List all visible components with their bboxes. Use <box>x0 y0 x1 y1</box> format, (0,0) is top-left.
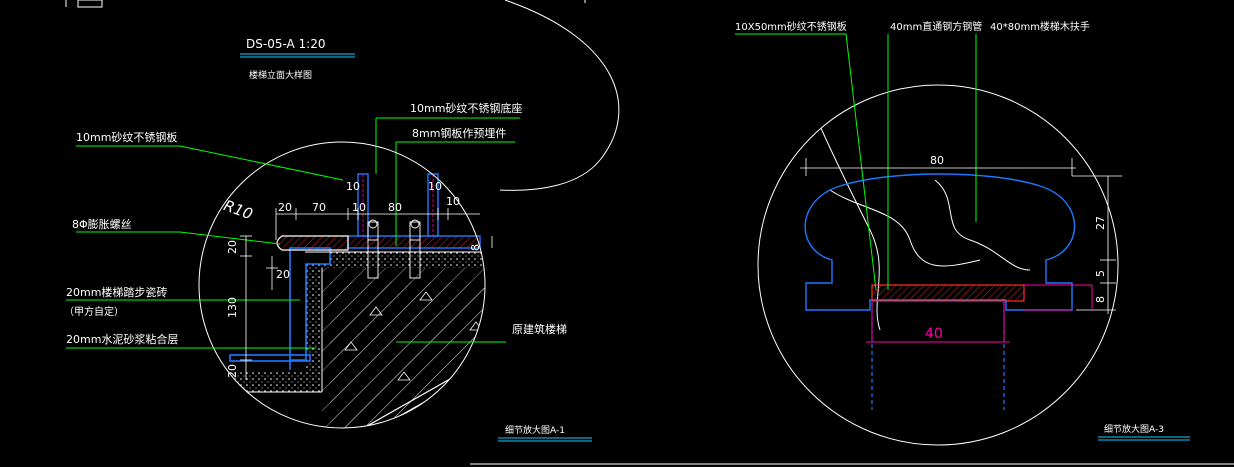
dim-5: 5 <box>1094 270 1107 277</box>
dim-v20a: 20 <box>226 240 239 254</box>
caption-left: 细节放大图A-1 <box>505 424 565 436</box>
label-tile: 20mm楼梯踏步瓷砖 <box>66 285 167 299</box>
header-code: DS-05-A 1:20 <box>246 37 326 51</box>
dim-v20c: 20 <box>226 364 239 378</box>
dim-10b: 10 <box>428 180 442 193</box>
dim-v130: 130 <box>226 297 239 318</box>
steel-plate <box>871 284 1025 302</box>
label-tile-note: （甲方自定） <box>64 305 124 318</box>
label-embed: 8mm钢板作预埋件 <box>412 126 506 140</box>
stair-outline-curve <box>499 0 620 191</box>
label-bolt: 8Φ膨胀螺丝 <box>72 217 132 231</box>
dims-right <box>800 158 1122 314</box>
dim-v20b: 20 <box>276 268 290 281</box>
dim-80-right: 80 <box>930 154 944 167</box>
dim-10a: 10 <box>346 180 360 193</box>
label-mortar: 20mm水泥砂浆粘合层 <box>66 332 178 346</box>
handrail-profile <box>804 173 1076 311</box>
dim-20: 20 <box>278 201 292 214</box>
dim-radius: R10 <box>221 196 255 223</box>
dim-70: 70 <box>312 201 326 214</box>
label-square-tube: 40mm直通钢方钢管 <box>890 20 982 33</box>
right-detail: 40 10X50mm砂纹不锈钢板 40mm直通钢方钢管 40*80mm楼梯木扶手… <box>735 20 1190 446</box>
detail-circle-left <box>198 141 486 429</box>
leaders-left <box>66 117 520 349</box>
label-handrail: 40*80mm楼梯木扶手 <box>990 20 1090 33</box>
label-structure: 原建筑楼梯 <box>512 322 567 336</box>
label-plate: 10X50mm砂纹不锈钢板 <box>735 20 847 33</box>
dim-tube-40: 40 <box>925 326 943 342</box>
dim-10-top: 10 <box>352 201 366 214</box>
square-tube <box>871 302 1005 410</box>
label-side-plate: 10mm砂纹不锈钢板 <box>76 130 177 144</box>
dim-8-right: 8 <box>1094 296 1107 303</box>
dim-80: 80 <box>388 201 402 214</box>
left-detail: DS-05-A 1:20 楼梯立面大样图 <box>64 0 620 442</box>
dim-10c: 10 <box>446 195 460 208</box>
header-title: 楼梯立面大样图 <box>249 69 312 81</box>
caption-right: 细节放大图A-3 <box>1104 423 1164 435</box>
top-fragments <box>65 0 1234 465</box>
dims-left <box>240 208 493 380</box>
leaders-right <box>735 33 977 291</box>
label-top-plate: 10mm砂纹不锈钢底座 <box>410 101 522 115</box>
detail-circle-right <box>757 84 1119 446</box>
dim-8: 8 <box>469 244 482 251</box>
dim-27: 27 <box>1094 216 1107 230</box>
nosing-rounded <box>276 235 349 251</box>
bolts <box>367 219 421 279</box>
